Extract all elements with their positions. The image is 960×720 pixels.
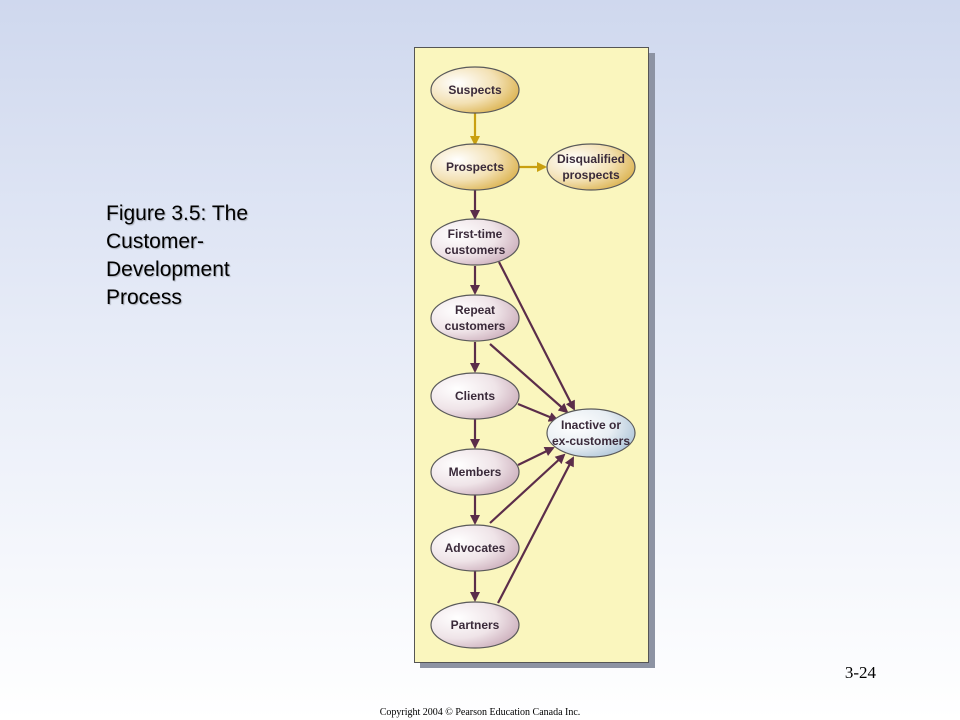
node-advocates: Advocates	[430, 524, 520, 572]
node-members: Members	[430, 448, 520, 496]
arrow-clients-to-inactive	[517, 402, 559, 422]
node-label: First-time	[448, 227, 503, 241]
node-disqualified-prospects: Disqualified prospects	[546, 143, 636, 191]
node-clients: Clients	[430, 372, 520, 420]
purple-arrows	[470, 190, 575, 604]
node-prospects: Prospects	[430, 143, 520, 191]
node-label: Prospects	[446, 160, 504, 174]
gold-arrows	[470, 113, 547, 172]
figure-caption: Figure 3.5: The Customer- Development Pr…	[106, 200, 306, 312]
node-partners: Partners	[430, 601, 520, 649]
node-suspects: Suspects	[430, 66, 520, 114]
caption-line: Figure 3.5: The	[106, 202, 249, 225]
node-label: prospects	[562, 168, 620, 182]
arrow-repeat-to-inactive	[489, 343, 569, 414]
caption-line: Process	[106, 286, 182, 309]
caption-line: Customer-	[106, 230, 205, 253]
node-first-time-customers: First-time customers	[430, 218, 520, 266]
caption-line: Development	[106, 258, 230, 281]
node-label: Repeat	[455, 303, 495, 317]
slide-number: 3-24	[844, 663, 876, 682]
node-label: Suspects	[448, 83, 502, 97]
node-label: Clients	[455, 389, 495, 403]
node-label: Inactive or	[561, 418, 621, 432]
node-label: Advocates	[445, 541, 506, 555]
arrow-advocates-to-inactive	[489, 453, 566, 524]
node-repeat-customers: Repeat customers	[430, 294, 520, 342]
copyright-notice: Copyright 2004 © Pearson Education Canad…	[379, 707, 581, 718]
arrow-first-time-to-inactive	[498, 261, 575, 411]
arrow-partners-to-inactive	[497, 456, 574, 604]
arrow-members-to-inactive	[517, 446, 555, 466]
node-label: Disqualified	[557, 152, 625, 166]
node-inactive-ex-customers: Inactive or ex-customers	[546, 408, 636, 458]
node-label: Partners	[451, 618, 500, 632]
node-label: customers	[445, 243, 506, 257]
node-label: customers	[445, 319, 506, 333]
node-label: Members	[449, 465, 502, 479]
node-label: ex-customers	[552, 434, 630, 448]
